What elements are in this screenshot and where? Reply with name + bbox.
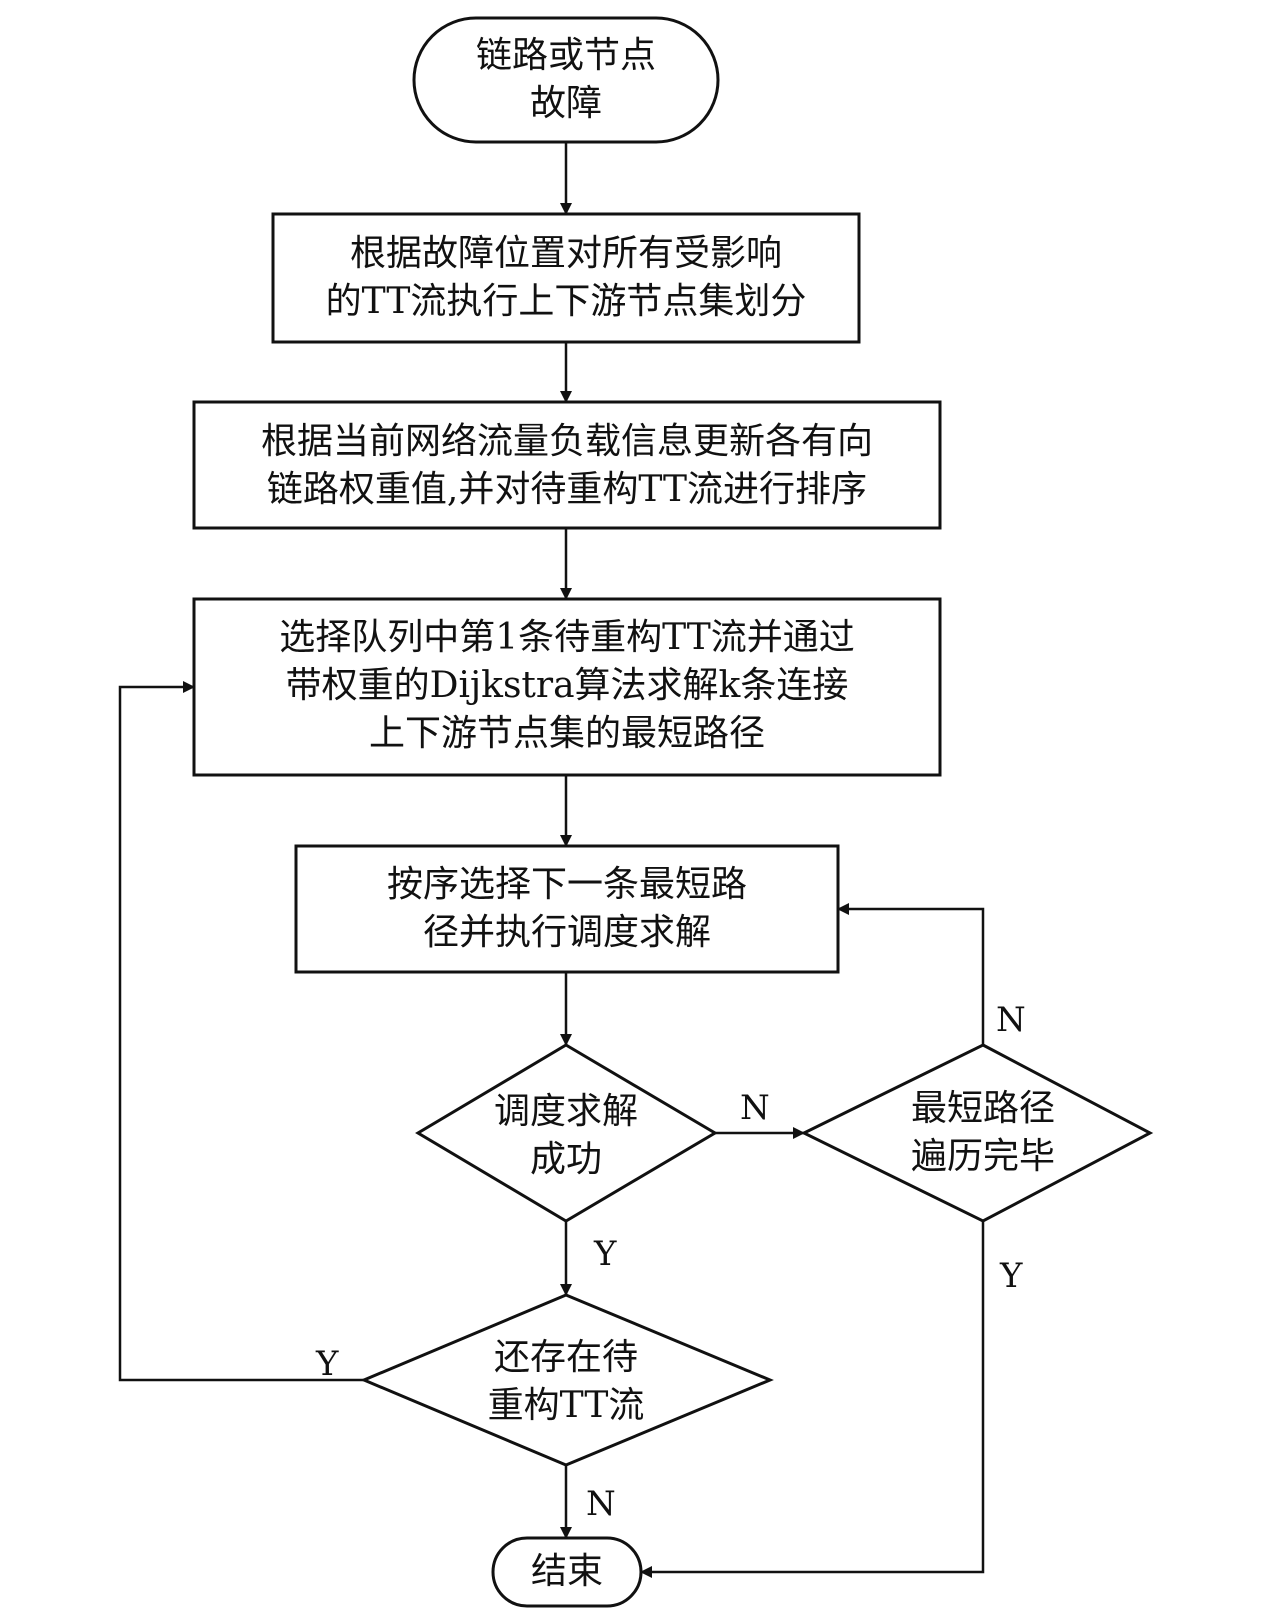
end-text: 结束 [493,1548,641,1596]
select-line-2: 带权重的Dijkstra算法求解k条连接 [285,665,849,706]
remaining-line-1: 还存在待 [493,1337,638,1378]
label-remaining-no: N [586,1484,616,1524]
select-line-1: 选择队列中第1条待重构TT流并通过 [279,617,855,658]
update-line-1: 根据当前网络流量负载信息更新各有向 [260,421,873,462]
next-path-line-1: 按序选择下一条最短路 [386,864,747,905]
start-line-1: 链路或节点 [475,35,656,76]
label-traversed-no: N [996,1000,1026,1040]
traversed-text: 最短路径 遍历完毕 [852,1085,1114,1181]
traversed-line-1: 最短路径 [910,1088,1055,1129]
remaining-text: 还存在待 重构TT流 [416,1334,716,1430]
update-line-2: 链路权重值,并对待重构TT流进行排序 [266,469,868,510]
update-text: 根据当前网络流量负载信息更新各有向 链路权重值,并对待重构TT流进行排序 [194,418,940,514]
success-text: 调度求解 成功 [436,1088,696,1184]
partition-text: 根据故障位置对所有受影响 的TT流执行上下游节点集划分 [273,230,859,326]
remaining-line-2: 重构TT流 [487,1385,645,1426]
label-remaining-yes: Y [316,1344,339,1384]
select-line-3: 上下游节点集的最短路径 [368,713,765,754]
start-text: 链路或节点 故障 [414,32,718,128]
select-text: 选择队列中第1条待重构TT流并通过 带权重的Dijkstra算法求解k条连接 上… [194,614,940,758]
partition-line-2: 的TT流执行上下游节点集划分 [325,281,807,322]
label-success-yes: Y [594,1234,617,1274]
next-path-text: 按序选择下一条最短路 径并执行调度求解 [296,861,838,957]
next-path-line-2: 径并执行调度求解 [422,912,711,953]
edge-traversed-end [640,1221,985,1578]
edge-remaining-select [118,681,364,1382]
label-success-no: N [740,1088,770,1128]
edge-traversed-next [837,903,985,1045]
partition-line-1: 根据故障位置对所有受影响 [349,233,782,274]
label-traversed-yes: Y [1000,1256,1023,1296]
success-line-2: 成功 [529,1139,602,1180]
end-line-1: 结束 [530,1551,603,1592]
traversed-line-2: 遍历完毕 [910,1136,1055,1177]
success-line-1: 调度求解 [493,1091,638,1132]
start-line-2: 故障 [529,83,602,124]
